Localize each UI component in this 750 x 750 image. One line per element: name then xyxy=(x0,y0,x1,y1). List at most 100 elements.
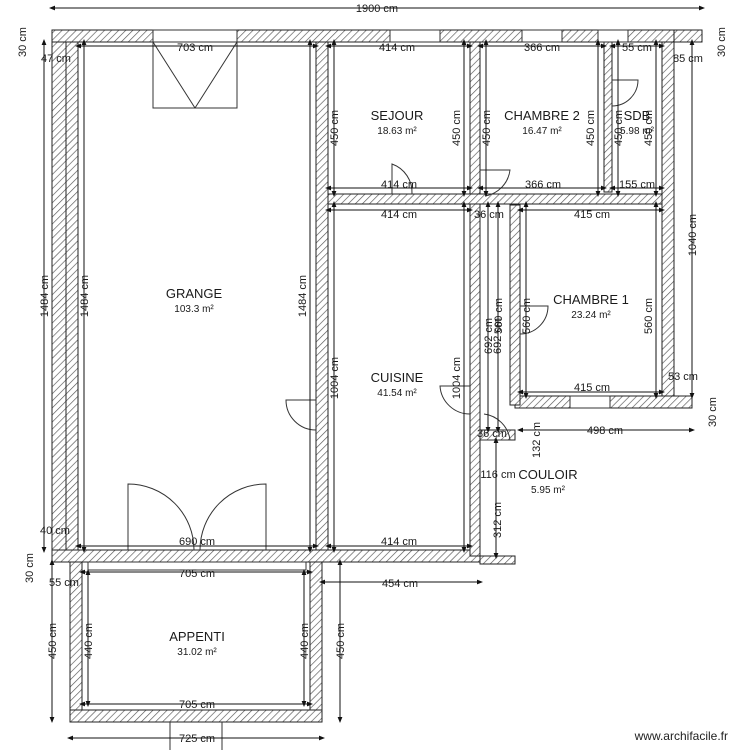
room-name: CUISINE xyxy=(371,370,424,385)
dim-label-sdb-width: 55 cm xyxy=(622,42,652,54)
walls xyxy=(51,29,703,723)
room-name: COULOIR xyxy=(518,467,577,482)
dim-label-116: 116 cm xyxy=(480,469,515,481)
window-chambre2 xyxy=(521,29,563,43)
room-area: 23.24 m² xyxy=(571,310,611,321)
room-name: SEJOUR xyxy=(371,108,424,123)
room-labels: GRANGE 103.3 m² SEJOUR 18.63 m² CHAMBRE … xyxy=(166,108,655,658)
wall-right-top xyxy=(673,29,703,43)
dim-label-left-total: 1484 cm xyxy=(39,275,51,317)
dim-label-560-mid: 560 cm xyxy=(493,298,505,334)
window-sdb xyxy=(597,29,629,43)
dim-label-sdb-h-l: 450 cm xyxy=(613,110,625,146)
dim-label-chambre1-top: 415 cm xyxy=(574,209,610,221)
room-area: 31.02 m² xyxy=(177,647,217,658)
dim-label-appenti-top: 705 cm xyxy=(179,568,215,580)
dimension-labels: 1900 cm 30 cm 30 cm 47 cm 703 cm 414 cm … xyxy=(17,3,728,745)
door-sdb xyxy=(611,79,639,107)
openings xyxy=(87,29,639,750)
dim-label-sdb-h-r: 450 cm xyxy=(643,110,655,146)
dim-label-454: 454 cm xyxy=(382,578,418,590)
room-area: 5.95 m² xyxy=(531,485,566,496)
dimension-lines xyxy=(41,5,705,741)
dim-label-40: 40 cm xyxy=(40,525,70,537)
dim-label-appenti-h-l: 440 cm xyxy=(83,623,95,659)
wall-left-stub xyxy=(51,41,67,551)
room-area: 41.54 m² xyxy=(377,388,417,399)
dim-label-692-a: 692 cm xyxy=(483,318,495,354)
dim-label-chambre1-h-r: 560 cm xyxy=(643,298,655,334)
dim-label-30-right: 30 cm xyxy=(707,397,719,427)
dim-label-cuisine-top: 414 cm xyxy=(381,209,417,221)
dim-label-wall-top-right: 30 cm xyxy=(716,27,728,57)
skylight-grange xyxy=(152,41,238,109)
dim-label-36-top: 36 cm xyxy=(474,209,504,221)
door-grange xyxy=(285,399,317,431)
wall-couloir-east xyxy=(509,204,521,406)
wall-appenti-right xyxy=(309,561,323,721)
dim-label-chambre2-width: 366 cm xyxy=(524,42,560,54)
room-name: APPENTI xyxy=(169,629,225,644)
wall-appenti-bottom xyxy=(69,709,323,723)
door-grange-double-right xyxy=(199,483,267,551)
wall-bottom-grange xyxy=(51,549,481,563)
dim-label-sejour-bottom: 414 cm xyxy=(381,179,417,191)
dim-label-appenti-bottom: 705 cm xyxy=(179,699,215,711)
dim-label-total-width: 1900 cm xyxy=(356,3,398,15)
dim-label-appenti-h-right: 450 cm xyxy=(335,623,347,659)
room-name: SDB xyxy=(624,108,651,123)
window-grange-top xyxy=(152,29,238,43)
dim-label-grange-h-l: 1484 cm xyxy=(79,275,91,317)
dim-label-85: 85 cm xyxy=(673,53,703,65)
dim-label-grange-width: 703 cm xyxy=(177,42,213,54)
wall-sejour-south xyxy=(327,193,663,205)
dim-label-560-door: 560 cm xyxy=(521,298,533,334)
dim-label-chambre2-h-l: 450 cm xyxy=(481,110,493,146)
room-name: GRANGE xyxy=(166,286,223,301)
dim-label-appenti-outer: 725 cm xyxy=(179,733,215,745)
dim-label-30-left: 30 cm xyxy=(24,553,36,583)
dim-label-53: 53 cm xyxy=(668,371,698,383)
dim-label-chambre2-h-r: 450 cm xyxy=(585,110,597,146)
dim-label-wall-top-left: 30 cm xyxy=(17,27,29,57)
door-chambre2 xyxy=(480,169,511,197)
dim-label-chambre1-bottom: 415 cm xyxy=(574,382,610,394)
dim-label-sejour-h-r: 450 cm xyxy=(451,110,463,146)
door-grange-double-left xyxy=(127,483,195,551)
dim-label-chambre2-bottom: 366 cm xyxy=(525,179,561,191)
room-area: 103.3 m² xyxy=(174,304,214,315)
wall-sejour-east xyxy=(469,41,481,557)
dim-label-36-bottom: 36 cm xyxy=(477,428,507,440)
skylight-diag-1 xyxy=(152,41,196,109)
window-chambre1 xyxy=(569,395,611,409)
credit-link[interactable]: www.archifacile.fr xyxy=(634,729,728,743)
dim-label-sejour-width: 414 cm xyxy=(379,42,415,54)
wall-sdb-west xyxy=(603,41,613,193)
wall-couloir-bottom xyxy=(479,555,516,565)
dim-label-132: 132 cm xyxy=(531,422,543,458)
dim-label-grange-bottom: 690 cm xyxy=(179,536,215,548)
room-area: 5.98 m² xyxy=(620,126,655,137)
dim-label-appenti-h-outer: 450 cm xyxy=(47,623,59,659)
dim-label-cuisine-bottom: 414 cm xyxy=(381,536,417,548)
dim-label-47: 47 cm xyxy=(41,53,71,65)
room-name: CHAMBRE 2 xyxy=(504,108,580,123)
dim-label-498: 498 cm xyxy=(587,425,623,437)
dim-label-sdb-bottom: 155 cm xyxy=(619,179,655,191)
dim-label-1040: 1040 cm xyxy=(687,214,699,256)
wall-left-grange xyxy=(65,41,79,551)
room-area: 18.63 m² xyxy=(377,126,417,137)
dim-label-sejour-h-l: 450 cm xyxy=(329,110,341,146)
dim-label-appenti-h-r: 440 cm xyxy=(299,623,311,659)
dim-label-55-bottom: 55 cm xyxy=(49,577,79,589)
skylight-diag-2 xyxy=(194,41,238,109)
dim-label-cuisine-h-r: 1004 cm xyxy=(451,357,463,399)
wall-grange-east xyxy=(315,41,329,551)
dim-label-692-b: 692 cm xyxy=(492,318,504,354)
dim-label-cuisine-h-l: 1004 cm xyxy=(329,357,341,399)
room-name: CHAMBRE 1 xyxy=(553,292,629,307)
dim-label-grange-h-r: 1484 cm xyxy=(297,275,309,317)
wall-right-house xyxy=(661,41,675,399)
room-area: 16.47 m² xyxy=(522,126,562,137)
